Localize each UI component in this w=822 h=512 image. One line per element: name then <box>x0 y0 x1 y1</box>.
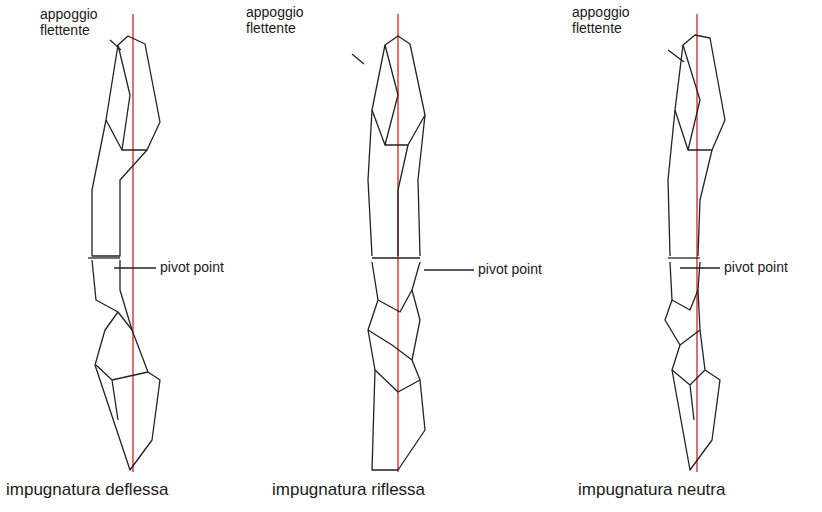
reflexed-grip-outline <box>368 36 425 470</box>
pivot-label: pivot point <box>724 259 788 275</box>
grip-caption: impugnatura riflessa <box>272 480 425 500</box>
pivot-label: pivot point <box>478 261 542 277</box>
grip-caption: impugnatura deflessa <box>6 480 169 500</box>
grip-part-label: appoggio flettente <box>246 4 318 36</box>
neutral-grip-outline <box>665 35 725 470</box>
leader-line <box>110 40 720 270</box>
pivot-label: pivot point <box>160 259 224 275</box>
grip-part-label: appoggio flettente <box>572 4 644 36</box>
grip-caption: impugnatura neutra <box>578 480 725 500</box>
reference-line <box>132 14 134 472</box>
grip-part-label: appoggio flettente <box>40 6 112 38</box>
deflected-grip-outline <box>88 36 160 470</box>
reference-line <box>696 14 698 472</box>
